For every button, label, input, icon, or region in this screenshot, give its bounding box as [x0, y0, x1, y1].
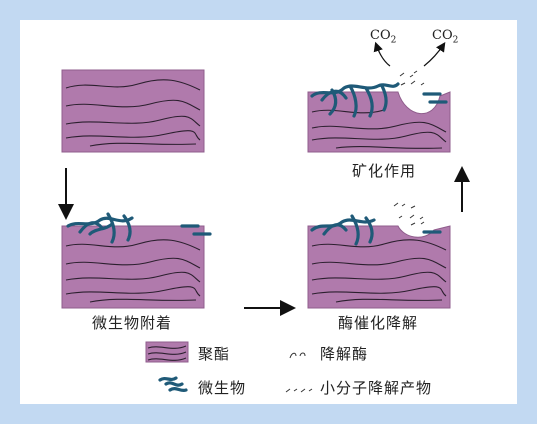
polyester-block-initial: [61, 69, 205, 153]
co2-subscript-left: 2: [390, 35, 397, 46]
microbe-cluster-enzymatic: [310, 214, 442, 246]
polyester-block-mineralized: [307, 91, 451, 153]
stage-label-enzymatic: 酶催化降解: [338, 314, 419, 332]
enzyme-icon: [289, 352, 306, 359]
co2-label-left: CO2: [370, 28, 396, 46]
co2-text-right: CO: [432, 28, 453, 43]
legend: [145, 341, 313, 393]
microbe-icon: [158, 376, 188, 393]
polyester-block-attached: [61, 225, 205, 309]
enzyme-fragments-enzymatic: [393, 202, 425, 226]
polyester-block-enzymatic: [307, 225, 451, 309]
legend-label-enzyme: 降解酶: [320, 345, 369, 363]
co2-subscript-right: 2: [452, 35, 459, 46]
co2-label-right: CO2: [432, 28, 458, 46]
co2-text-left: CO: [370, 28, 391, 43]
polyester-swatch-icon: [145, 341, 189, 363]
stage-label-attachment: 微生物附着: [92, 314, 173, 332]
legend-label-polyester: 聚酯: [198, 345, 231, 363]
co2-arrows: [373, 41, 446, 67]
enzyme-fragments-mineralized: [399, 70, 425, 86]
diagram-svg: [58, 41, 470, 393]
microbe-cluster-attached: [66, 212, 212, 244]
microbe-cluster-mineralized: [310, 82, 448, 118]
small-molecule-icon: [285, 388, 313, 393]
stage-label-mineralization: 矿化作用: [352, 162, 417, 180]
legend-label-microbe: 微生物: [198, 379, 247, 397]
legend-label-small-products: 小分子降解产物: [320, 379, 433, 397]
diagram-canvas: CO2 CO2 矿化作用 微生物附着 酶催化降解 聚酯 降解酶 微生物 小分子降…: [20, 20, 517, 404]
